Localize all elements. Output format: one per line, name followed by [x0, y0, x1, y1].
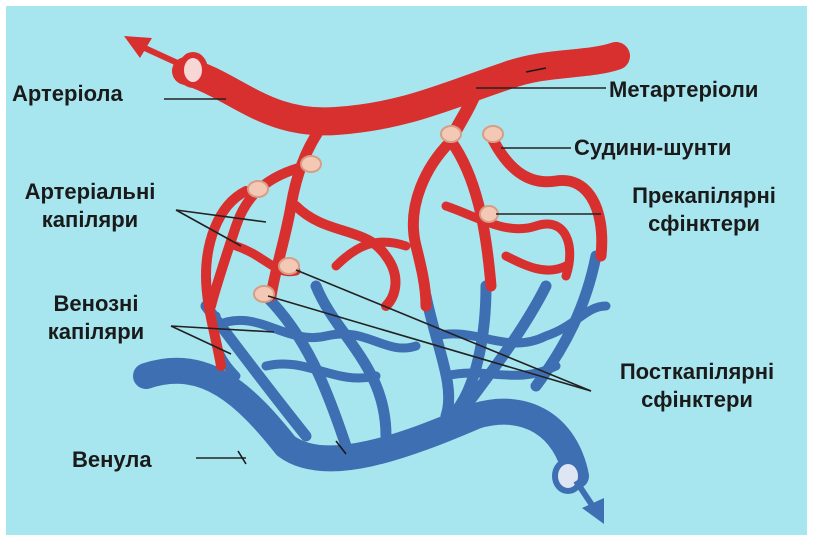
label-arterial-capillaries-line2: капіляри: [12, 206, 168, 234]
precapillary-sphincter: [301, 156, 321, 172]
venule-vessel: [146, 371, 576, 476]
label-precapillary-sphincters: Прекапілярні сфінктери: [606, 182, 802, 238]
precapillary-sphincter: [441, 126, 461, 142]
arteriole-opening: [181, 55, 205, 85]
label-arterial-capillaries: Артеріальні капіляри: [12, 178, 168, 234]
diagram-frame: Артеріола Метартеріоли Судини-шунти Арте…: [6, 6, 807, 535]
postcapillary-sphincter: [254, 286, 274, 302]
precapillary-sphincter: [480, 206, 498, 222]
label-postcapillary-sphincters: Посткапілярні сфінктери: [594, 358, 800, 414]
label-venous-capillaries-line2: капіляри: [26, 318, 166, 346]
label-precapillary-line1: Прекапілярні: [606, 182, 802, 210]
label-precapillary-line2: сфінктери: [606, 210, 802, 238]
label-postcapillary-line2: сфінктери: [594, 386, 800, 414]
label-postcapillary-line1: Посткапілярні: [594, 358, 800, 386]
precapillary-sphincter: [248, 181, 268, 197]
label-venous-capillaries: Венозні капіляри: [26, 290, 166, 346]
label-metarterioles: Метартеріоли: [609, 76, 758, 104]
label-arterial-capillaries-line1: Артеріальні: [12, 178, 168, 206]
label-venous-capillaries-line1: Венозні: [26, 290, 166, 318]
label-shunt-vessels: Судини-шунти: [574, 134, 731, 162]
label-venule: Венула: [72, 446, 152, 474]
precapillary-sphincter: [483, 126, 503, 142]
label-arteriole: Артеріола: [12, 80, 123, 108]
postcapillary-sphincter: [279, 258, 299, 274]
